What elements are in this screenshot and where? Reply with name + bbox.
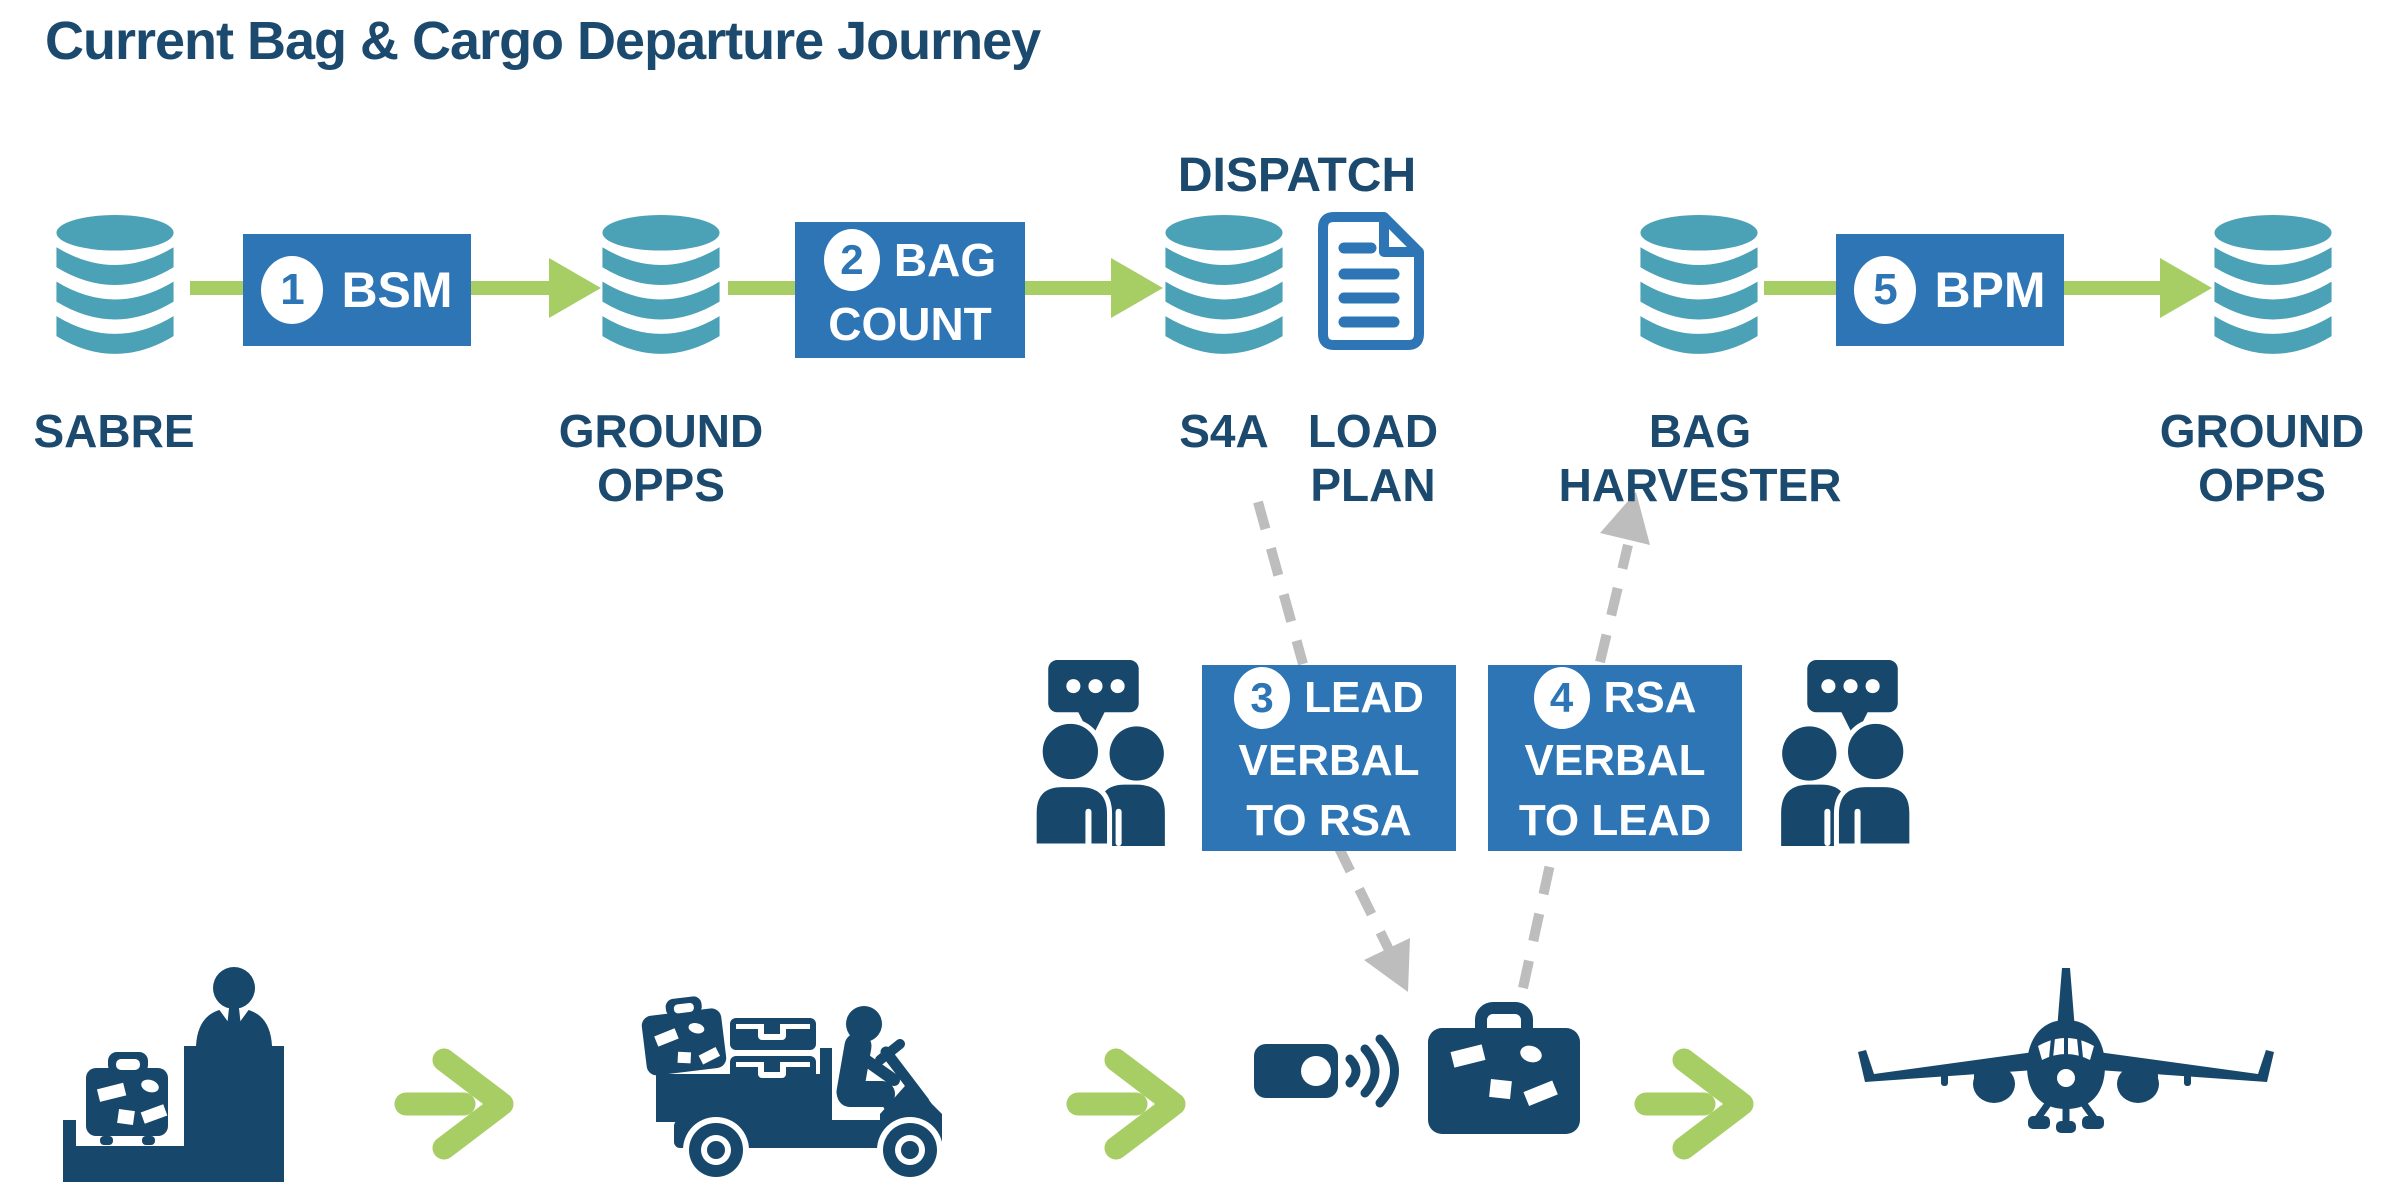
baggage-cart-icon (641, 996, 943, 1182)
label-sabre: SABRE (33, 405, 195, 457)
suitcase-icon (1428, 1002, 1580, 1134)
step-label-line2: VERBAL (1238, 736, 1420, 785)
step-label: BSM (341, 262, 453, 318)
database-icon-ground-opps-left (602, 215, 720, 354)
database-icon-ground-opps-right (2214, 215, 2332, 354)
dashed-line-suitcase-to-step4 (1518, 844, 1559, 990)
people-talking-icon-right (1781, 660, 1915, 846)
connector-groundopps-to-bagcount (728, 281, 795, 295)
step-number: 3 (1234, 667, 1291, 729)
step-number: 1 (261, 256, 324, 324)
green-chevron-arrow-icon (1066, 1048, 1186, 1160)
load-plan-document-icon (1318, 212, 1424, 350)
label-s4a: S4A (1179, 405, 1269, 457)
step-label-line3: TO LEAD (1518, 796, 1712, 845)
dashed-line-loadplan-to-step3 (1253, 500, 1308, 666)
database-icon-sabre (56, 215, 174, 354)
arrowhead-up-icon (1600, 492, 1650, 545)
green-arrow-bpm-to-groundopps (2064, 258, 2212, 318)
green-chevron-arrow-icon (394, 1048, 514, 1160)
checkin-desk-icon (63, 967, 284, 1182)
database-icon-s4a (1165, 215, 1283, 354)
green-arrow-bagcount-to-s4a (1025, 258, 1163, 318)
step-number: 2 (823, 229, 880, 291)
dashed-line-step4-to-harvester (1595, 543, 1633, 664)
connector-harvester-to-bpm (1764, 281, 1836, 295)
step-label-line1: BAG (893, 234, 997, 286)
step-label-line1: LEAD (1304, 673, 1424, 722)
step-label-line2: VERBAL (1524, 736, 1706, 785)
step-number: 4 (1533, 667, 1590, 729)
step-label: BPM (1934, 262, 2046, 318)
green-arrow-bsm-to-groundopps (471, 258, 601, 318)
step-label-line1: RSA (1603, 673, 1697, 722)
step-label-line2: COUNT (828, 298, 992, 350)
step-badge-bag-count: 2 BAG COUNT (795, 222, 1025, 358)
step-badge-bpm: 5 BPM (1836, 234, 2064, 346)
green-chevron-arrow-icon (1634, 1048, 1754, 1160)
dashed-line-step3-to-suitcase (1333, 843, 1399, 963)
people-talking-icon-left (1031, 660, 1165, 846)
connector-sabre-to-bsm (190, 281, 243, 295)
step-badge-bsm: 1 BSM (243, 234, 471, 346)
arrowhead-down-icon (1364, 938, 1410, 992)
page-title: Current Bag & Cargo Departure Journey (45, 11, 1041, 71)
database-icon-bag-harvester (1640, 215, 1758, 354)
rfid-scanner-icon (1254, 1034, 1399, 1108)
step-label-line3: TO RSA (1246, 796, 1412, 845)
step-number: 5 (1854, 256, 1917, 324)
step-badge-lead-verbal-to-rsa: 3 LEAD VERBAL TO RSA (1202, 665, 1456, 851)
dispatch-label: DISPATCH (1177, 149, 1417, 202)
airplane-icon (1858, 968, 2274, 1133)
step-badge-rsa-verbal-to-lead: 4 RSA VERBAL TO LEAD (1488, 665, 1742, 851)
